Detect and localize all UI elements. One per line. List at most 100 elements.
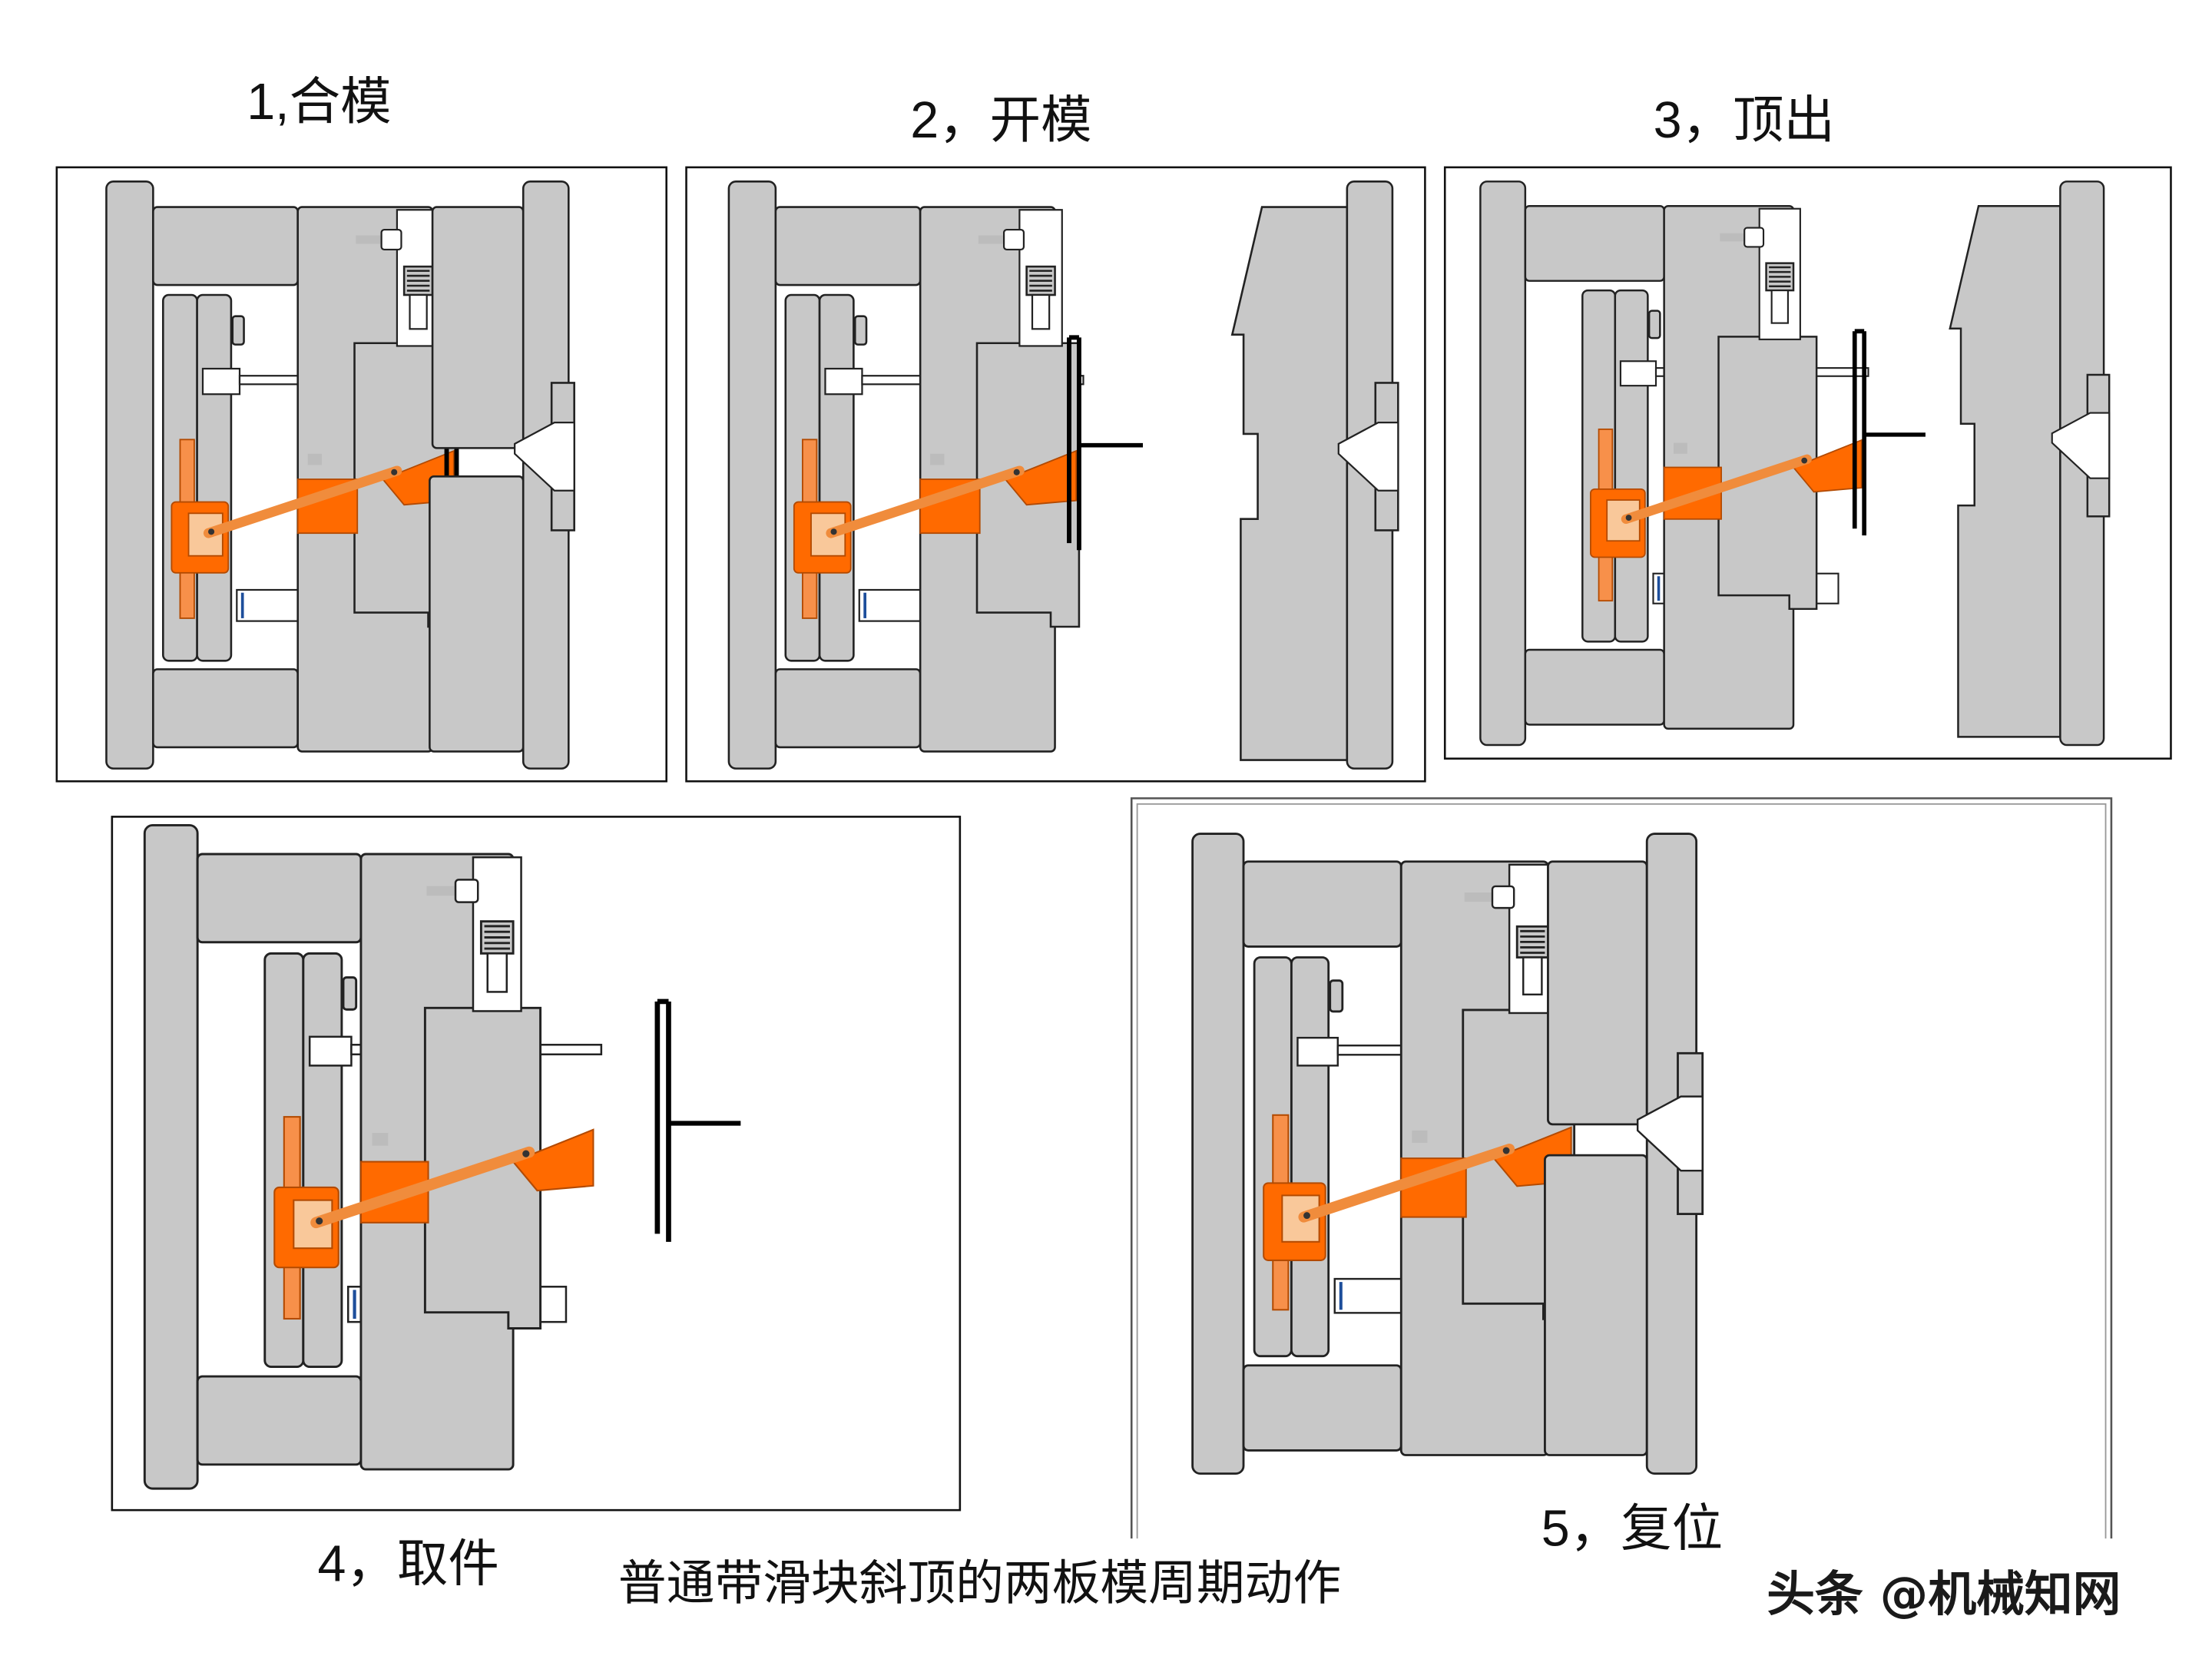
panel-4-mold bbox=[143, 824, 741, 1490]
stop-pin bbox=[1647, 310, 1661, 339]
slider-pin bbox=[1031, 293, 1051, 330]
rod-head-pin bbox=[1502, 1147, 1510, 1154]
slider-pin bbox=[409, 293, 428, 330]
sprue-bushing bbox=[514, 422, 575, 492]
spacer-block-bottom bbox=[774, 668, 922, 749]
spacer-block-bottom bbox=[196, 1375, 363, 1466]
screw bbox=[978, 235, 1005, 244]
rod-head-pin bbox=[1013, 469, 1020, 475]
molded-part bbox=[1067, 335, 1143, 551]
stop-pin bbox=[853, 315, 868, 346]
fixed-half bbox=[1544, 833, 1704, 1475]
panel-2-mold bbox=[727, 180, 1399, 770]
return-pin-head bbox=[824, 367, 863, 396]
lifter bbox=[826, 449, 1078, 538]
screw-head bbox=[1743, 227, 1765, 248]
stop-pin bbox=[1329, 979, 1344, 1013]
lifter-rod-fill bbox=[1621, 454, 1812, 525]
stop-pin bbox=[342, 976, 358, 1011]
part-wall bbox=[1852, 329, 1867, 536]
return-pin-head bbox=[1296, 1036, 1339, 1067]
watermark: 头条 @机械知网 bbox=[1767, 1566, 2121, 1622]
lifter-rod-fill bbox=[826, 465, 1025, 538]
sprue-bushing bbox=[1636, 1095, 1704, 1172]
rod-pivot-pin bbox=[316, 1217, 323, 1225]
ejector-plate bbox=[302, 952, 343, 1369]
a-plate-top bbox=[431, 206, 525, 449]
fixed-half bbox=[429, 180, 575, 770]
spacer-block-top bbox=[1242, 860, 1402, 948]
spacer-block-top bbox=[774, 206, 922, 286]
rod-pivot-pin bbox=[208, 528, 215, 535]
panel-3-mold bbox=[1479, 180, 2111, 747]
sprue-bushing bbox=[2051, 412, 2111, 479]
rod-pivot-pin bbox=[1303, 1212, 1310, 1220]
slider-screw bbox=[930, 453, 945, 465]
stop-pin bbox=[231, 315, 245, 346]
lifter-head bbox=[1792, 439, 1863, 493]
sprue-bushing bbox=[1337, 422, 1399, 492]
panel-5-frame bbox=[1130, 797, 2113, 1539]
fixed-half bbox=[1230, 180, 1399, 770]
panel-1-mold bbox=[105, 180, 575, 770]
screw-head bbox=[380, 228, 402, 251]
screw bbox=[426, 886, 456, 896]
slider-screw bbox=[372, 1133, 389, 1146]
return-pin-head bbox=[201, 367, 241, 396]
slider-screw bbox=[1674, 442, 1687, 454]
panel-2-title: 2，开模 bbox=[910, 92, 1091, 149]
rod-head-pin bbox=[391, 469, 398, 475]
spacer-block-bottom bbox=[152, 668, 299, 749]
lifter-rod-fill bbox=[1298, 1144, 1515, 1223]
moving-clamp-plate bbox=[105, 180, 154, 770]
panel-3-title: 3，顶出 bbox=[1654, 92, 1835, 149]
slider-pin bbox=[1770, 290, 1789, 324]
screw-head bbox=[1491, 885, 1515, 909]
panel-5-title: 5，复位 bbox=[1541, 1500, 1723, 1557]
lifter bbox=[1621, 439, 1863, 525]
molded-part bbox=[654, 998, 741, 1242]
a-plate-bottom bbox=[429, 475, 525, 753]
moving-clamp-plate bbox=[727, 180, 777, 770]
a-plate-bottom bbox=[1544, 1154, 1648, 1456]
panel-4-title: 4，取件 bbox=[318, 1535, 499, 1592]
slider-pin bbox=[486, 952, 508, 993]
screw bbox=[1720, 233, 1745, 242]
part-wall bbox=[654, 998, 671, 1242]
a-plate-top bbox=[1547, 860, 1648, 1126]
moving-clamp-plate bbox=[143, 824, 199, 1490]
spacer-block-bottom bbox=[1242, 1364, 1402, 1452]
slider-screw bbox=[1412, 1130, 1428, 1143]
figure-caption: 普通带滑块斜顶的两板模周期动作 bbox=[618, 1555, 1341, 1611]
panel-1-title: 1,合模 bbox=[247, 74, 391, 131]
rod-pivot-pin bbox=[1625, 515, 1632, 521]
panel-5-mold bbox=[1191, 833, 1704, 1475]
lifter-head bbox=[1004, 449, 1078, 506]
lifter bbox=[310, 1128, 594, 1229]
screw-head bbox=[1002, 228, 1025, 251]
molded-part bbox=[1852, 329, 1926, 536]
lifter-head bbox=[512, 1128, 594, 1192]
slider-pin bbox=[1522, 956, 1543, 996]
ejector-plate bbox=[818, 293, 855, 662]
screw bbox=[356, 235, 382, 244]
screw-head bbox=[454, 879, 479, 903]
ejector-plate bbox=[1614, 289, 1649, 643]
lifter-rod-fill bbox=[203, 465, 402, 538]
spacer-block-top bbox=[152, 206, 299, 286]
lifter-rod-fill bbox=[310, 1146, 535, 1229]
rod-head-pin bbox=[1801, 457, 1808, 464]
ejector-plate bbox=[1290, 956, 1330, 1358]
rod-pivot-pin bbox=[830, 528, 837, 535]
spacer-block-top bbox=[196, 853, 363, 944]
return-pin-head bbox=[1619, 360, 1657, 387]
spacer-block-top bbox=[1524, 204, 1665, 282]
moving-clamp-plate bbox=[1191, 833, 1245, 1475]
rod-head-pin bbox=[522, 1150, 530, 1157]
slider-screw bbox=[307, 453, 323, 465]
fixed-half bbox=[1949, 180, 2111, 747]
spacer-block-bottom bbox=[1524, 648, 1665, 726]
return-pin-head bbox=[308, 1035, 353, 1067]
panel-5-frame-inner bbox=[1136, 803, 2107, 1539]
